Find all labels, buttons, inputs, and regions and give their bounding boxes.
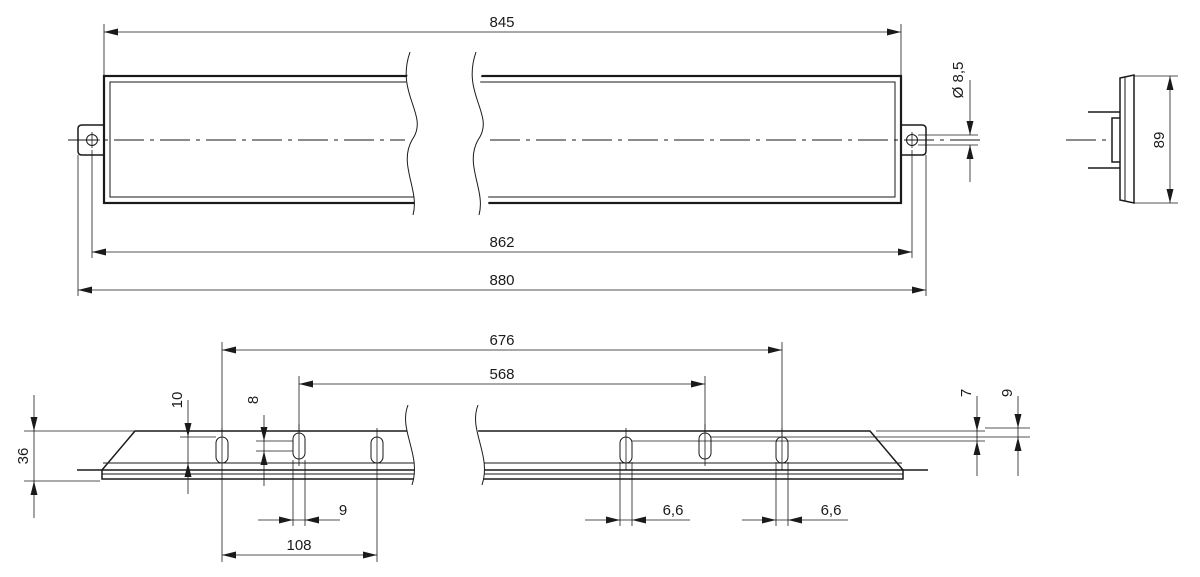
side-profile xyxy=(77,430,928,471)
dim-8-label: 8 xyxy=(245,396,262,404)
break-line-left xyxy=(405,51,418,216)
dim-845-label: 845 xyxy=(489,14,514,31)
mount-lug-left xyxy=(77,124,104,156)
break-line-right xyxy=(471,51,484,216)
end-view: 89 xyxy=(1066,74,1178,204)
slot-3 xyxy=(370,428,384,470)
dim-10-label: 10 xyxy=(169,392,186,409)
dim-6-6-b-label: 6,6 xyxy=(821,502,842,519)
side-view: 676 568 36 10 8 9 xyxy=(15,332,1030,562)
end-profile xyxy=(1119,74,1135,204)
top-view: 845 862 880 Ø 8,5 xyxy=(68,14,985,296)
dim-568-label: 568 xyxy=(489,366,514,383)
hole-diameter-label: Ø 8,5 xyxy=(950,62,967,99)
slot-4 xyxy=(619,428,633,470)
dim-6-6-a-label: 6,6 xyxy=(663,502,684,519)
dim-9-right-label: 9 xyxy=(999,389,1016,397)
mount-lug-right xyxy=(901,124,927,156)
dim-9-left-label: 9 xyxy=(339,502,347,519)
dim-89-label: 89 xyxy=(1151,132,1168,149)
dim-880-label: 880 xyxy=(489,272,514,289)
dim-108-label: 108 xyxy=(286,537,311,554)
dim-676-label: 676 xyxy=(489,332,514,349)
dim-7-label: 7 xyxy=(958,389,975,397)
dim-36-label: 36 xyxy=(15,448,32,465)
dim-862-label: 862 xyxy=(489,234,514,251)
